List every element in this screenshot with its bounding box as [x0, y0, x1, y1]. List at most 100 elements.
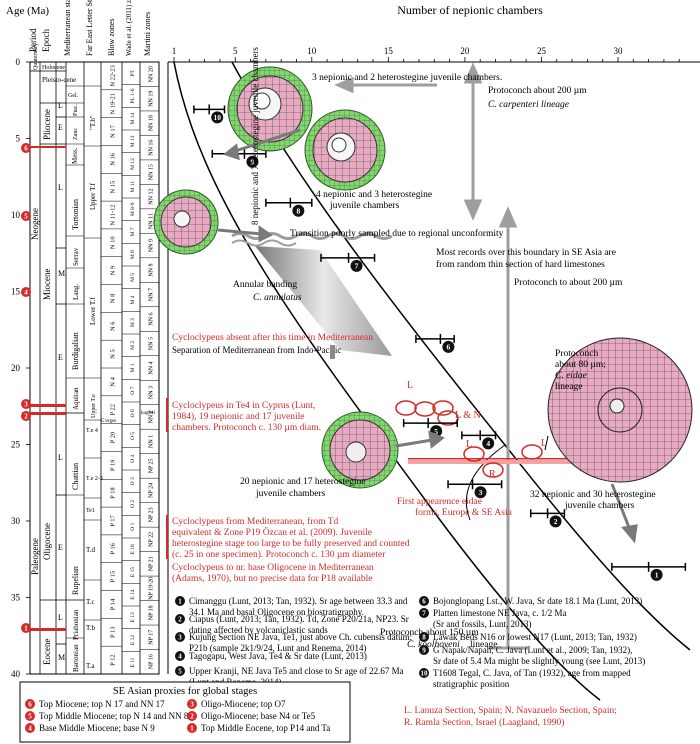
ann-med-td-c: heterostegine stage too large to be full…	[172, 538, 410, 549]
ann-koolhoveni: C. koolhoveni	[407, 640, 460, 650]
col-header-wade: Wade et al. (2011) zones	[125, 0, 133, 56]
zone-label: NP 18	[149, 605, 155, 620]
zone-label: M 3	[130, 318, 136, 327]
stage-bartonian: Bartonian	[72, 644, 80, 672]
ann-protoconch-200: Protoconch about 200 µm	[488, 86, 587, 96]
proxy-circle	[21, 287, 31, 297]
ann-annular-banding: Annular banding	[233, 280, 297, 290]
point-marker-3	[474, 486, 487, 499]
ref-text: P21b (sample 2k1/9/24, Lunt and Renema, …	[189, 643, 366, 653]
eidae-branch	[465, 444, 506, 521]
proxy-circle-num: 2	[24, 413, 28, 421]
ref-text: Kujung Section NE Java, Te1, just above …	[189, 632, 412, 642]
ann-base-oligocene-a: Cycloclypeus to nr. base Oligocene in Me…	[172, 563, 374, 573]
zone-label: N 17	[110, 124, 117, 138]
label-kugleri: kugleri	[141, 411, 156, 416]
zone-label: NN 8	[149, 263, 155, 276]
zone-label: M 13	[130, 135, 136, 147]
svg-text:6: 6	[28, 701, 32, 709]
annular-band	[255, 246, 392, 356]
ann-3-nepionic: 3 nepionic and 2 heterostegine juvenile …	[312, 73, 502, 83]
stage-piacenzian: Piac.	[73, 104, 79, 116]
zone-label: M 6	[130, 250, 136, 259]
x-axis-title: Number of nepionic chambers	[397, 3, 543, 17]
sub-pliocene-L: L	[58, 101, 63, 110]
zone-label: NN 11	[149, 213, 155, 229]
zone-label: NP 25	[149, 458, 155, 473]
ann-absent-mediterranean: Cycloclypeus absent after this time in M…	[172, 332, 373, 343]
ref-text: Platten limestone NE Java, c. 1/2 Ma	[433, 608, 566, 618]
zone-label: M 14	[130, 113, 136, 125]
proxy-legend-title: SE Asian proxies for global stages	[113, 686, 257, 697]
proxy-circle-num: 3	[24, 401, 28, 409]
letter-ta: T.a	[86, 662, 96, 670]
point-number: 8	[296, 207, 300, 216]
stage-priabonian: Priabonian	[72, 609, 80, 640]
stratigraphic-chart: Age (Ma) Period Epoch Mediterranean stag…	[6, 0, 160, 679]
svg-text:9: 9	[422, 647, 426, 655]
ref-text: stratigraphic position	[433, 679, 510, 689]
zone-label: M 4	[130, 295, 136, 304]
zone-label: M 12	[130, 158, 136, 170]
ref-text: Upper Kranji, NE Java Te5 and close to S…	[189, 666, 404, 676]
label-section-L1: L	[407, 380, 413, 391]
zone-label: M 2	[130, 341, 136, 350]
label-section-LN: L & N	[455, 410, 481, 421]
zone-label: P 15	[110, 571, 117, 583]
ref-marker	[175, 666, 185, 676]
sub-miocene-M: M	[58, 269, 65, 278]
svg-text:10: 10	[421, 670, 429, 678]
zone-label: M 7	[130, 227, 136, 236]
proxy-item-marker	[25, 699, 35, 709]
zone-label: O 2	[130, 500, 136, 508]
zone-label: O 6	[130, 409, 136, 417]
proxy-item-text: Top Middle Eocene, top P14 and Ta	[201, 723, 330, 733]
ref-text: Cimanggu (Lunt, 2013; Tan, 1932). Sr age…	[189, 596, 408, 606]
ann-20-nepionic-a: 20 nepionic and 17 heterostegine	[240, 477, 366, 487]
sub-miocene-L: L	[58, 183, 63, 192]
ref-text: dating affected by volcaniclastic sands	[189, 625, 328, 635]
ann-most-records-a: Most records over this boundary in SE As…	[436, 248, 616, 258]
stage-aquitanian: Aquitan	[72, 387, 80, 410]
eidae-band	[408, 460, 578, 464]
letter-lower-tf: Lower T.f	[89, 297, 97, 325]
zone-label: PT	[130, 69, 136, 76]
zone-label: N 10	[110, 236, 117, 249]
zone-label: NN 9	[149, 239, 155, 252]
ref-marker	[175, 651, 185, 661]
zone-label: N 6	[110, 321, 117, 331]
ref-text: Tagogapu, West Java, Te4 & Sr date (Lunt…	[189, 651, 367, 661]
point-marker-8	[292, 204, 305, 217]
ann-te4-cyprus-b: 1984), 19 nepionic and 17 juvenile	[172, 411, 304, 422]
proxy-markers	[22, 146, 66, 631]
stage-messinian: Mess.	[71, 147, 79, 164]
proxy-item-text: Base Middle Miocene; base N 9	[39, 723, 155, 733]
point-number: 4	[486, 439, 490, 448]
ref-marker	[175, 632, 185, 642]
proxy-circle-num: 1	[24, 625, 28, 633]
zone-label: NP 19-20	[149, 577, 155, 600]
zone-label: NP 22	[149, 532, 155, 547]
ann-most-records-b: from random thin section of hard limesto…	[436, 259, 605, 270]
svg-text:1: 1	[178, 598, 182, 606]
col-header-martini: Martini zones	[143, 12, 152, 56]
ann-protoconch-80-b: about 80 µm;	[555, 360, 606, 370]
lineage-curve-right	[231, 61, 691, 651]
y-tick-label: 40	[11, 669, 21, 679]
ref-marker	[419, 668, 429, 678]
col-header-epoch: Epoch	[41, 29, 51, 52]
point-number: 6	[447, 343, 451, 352]
ann-32-nepionic-b: juvenile chambers	[564, 501, 635, 511]
proxy-circle	[21, 399, 31, 409]
stage-gelasian: Gel.	[68, 93, 79, 99]
zone-label: O 5	[130, 432, 136, 440]
label-section-L2: L	[466, 439, 472, 450]
point-marker-9	[246, 155, 259, 168]
ann-med-td-b: equivalent & Zone P19 Özcan et al. (2009…	[172, 526, 372, 538]
zone-label: NN 2	[149, 410, 155, 423]
sub-miocene-E: E	[58, 353, 63, 362]
proxy-item-text: Oligo-Miocene; base N4 or Te5	[201, 711, 316, 721]
sub-eocene-L: L	[58, 613, 63, 622]
ann-4-nepionic-a: 4 nepionic and 3 heterostegine	[316, 190, 432, 200]
zone-label: N 19-21	[110, 93, 117, 114]
